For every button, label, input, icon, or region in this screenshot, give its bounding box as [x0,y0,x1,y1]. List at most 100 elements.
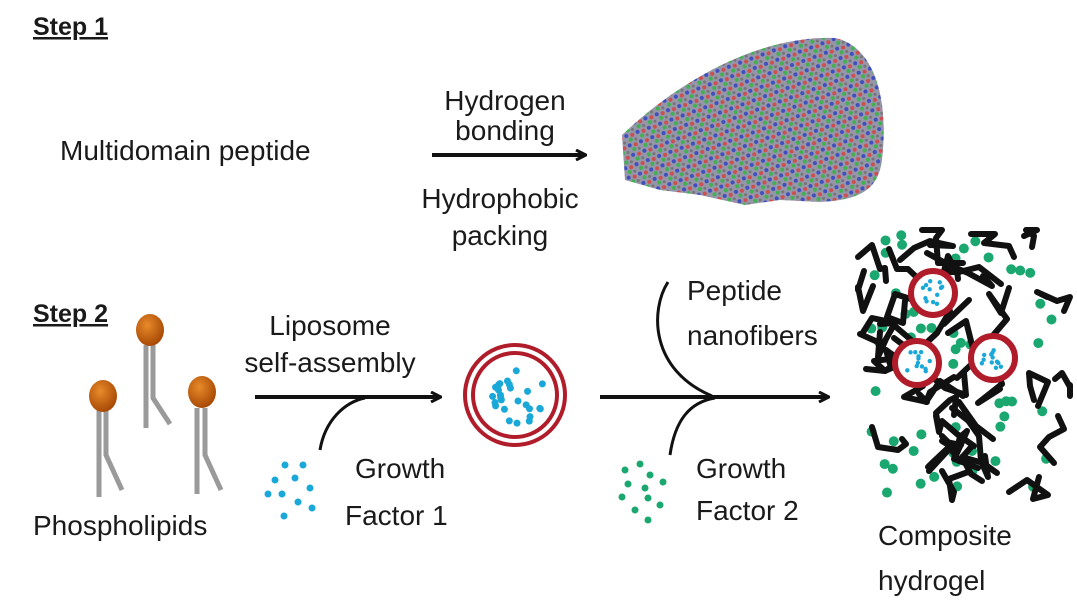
growth-factor-dot [526,413,534,421]
growth-factor-dot [927,278,933,284]
growth-factor-dot [503,377,511,385]
growth-factor-dot [981,357,986,362]
growth-factor-dot [995,421,1006,432]
peptide-merge-line [656,281,713,398]
growth-factor-dot [923,368,928,374]
growth-factor-dot [1037,406,1048,417]
growth-factor-dot [990,456,1001,467]
nanofiber-strand [923,374,966,405]
nanofiber-strand [986,285,1012,342]
growth-factor-dot [644,494,652,502]
nanofiber-strand [897,238,956,263]
growth-factor-dot [979,361,985,366]
growth-factor-dot [496,380,504,388]
growth-factor-dot [905,368,910,373]
growth-factor-dot [869,270,880,281]
peptide-nanofiber-model [622,37,884,205]
growth-factor-dot [538,380,546,388]
nanofiber-strand [968,231,1017,260]
growth-factor-dot [888,436,899,447]
growth-factor-2-label: Growth [696,453,786,484]
nanofiber-strand [901,383,930,405]
growth-factor-dot [1015,265,1026,276]
growth-factor-dot [897,239,908,250]
nanofibers-label: nanofibers [687,320,818,351]
multidomain-peptide-label: Multidomain peptide [60,135,311,166]
growth-factor-1-number-label: Factor 1 [345,500,448,531]
hydrogen-label: Hydrogen [444,85,565,116]
growth-factor-dot [958,243,969,254]
step1-title: Step 1 [33,13,108,41]
growth-factor-dot [494,386,502,394]
growth-factor-dot [993,365,999,371]
liposome-label: Liposome [269,310,390,341]
nanofiber-strand [1037,413,1067,466]
packing-label: packing [452,220,549,251]
growth-factor-dot [492,402,500,410]
nanofiber-strand [857,315,894,346]
growth-factor-dot [934,301,940,307]
growth-factor-1-label: Growth [355,453,445,484]
growth-factor-dot [281,461,289,469]
growth-factor-dot [514,397,522,405]
growth-factor-dot [291,474,299,482]
growth-factor-dot [264,490,272,498]
nanofiber-strand [1021,227,1040,250]
nanofiber-strand [1034,289,1073,314]
growth-factor-dot [983,252,994,263]
nanofiber-strand [949,399,996,442]
growth-factor-2-number-label: Factor 2 [696,495,799,526]
growth-factor-dot [908,445,919,456]
nanofiber-strand [1026,370,1051,409]
growth-factor-dot [294,498,302,506]
growth-factor-dot [1001,396,1012,407]
growth-factor-dot [278,490,286,498]
growth-factor-dot [618,493,626,501]
growth-factor-dot [644,516,652,524]
growth-factor-dot [879,459,890,470]
growth-factor-2-dots [618,460,667,524]
growth-factor-dot [621,466,629,474]
growth-factor-dot [497,394,505,402]
hydrophobic-label: Hydrophobic [421,183,578,214]
growth-factor-dot [641,484,649,492]
growth-factor-dot [916,356,921,361]
growth-factor-dot [924,299,929,304]
liposome-icon [463,343,567,447]
nanofiber-strand [855,268,876,314]
growth-factor-dot [913,350,918,355]
growth-factor-dot [999,411,1010,422]
growth-factor-dot [918,349,924,355]
growth-factor-dot [656,501,664,509]
growth-factor-dot [915,323,926,334]
growth-factor-dot [939,284,945,290]
growth-factor-dot [306,484,314,492]
growth-factor-dot [955,337,966,348]
growth-factor-dot [631,506,639,514]
growth-factor-dot [929,471,940,482]
growth-factor-dot [937,280,942,285]
phospholipid-icon [136,314,173,428]
growth-factor-1-dots [264,461,316,520]
nanofiber-strand [926,433,975,474]
growth-factor-dot [1035,298,1046,309]
self-assembly-label: self-assembly [244,347,415,378]
phospholipid-icon [188,376,224,494]
growth-factor-dot [308,504,316,512]
growth-factor-dot [919,364,925,369]
growth-factor-dot [930,299,936,305]
growth-factor-dot [990,355,995,360]
growth-factor-dot [512,367,520,375]
nanofiber-strand [884,291,920,326]
growth-factor-dot [280,512,288,520]
growth-factor-dot [981,352,987,358]
growth-factor-dot [991,348,996,353]
growth-factor-dot [948,358,959,369]
nanofiber-strand [1052,370,1073,399]
growth-factor-dot [500,405,508,413]
growth-factor-dot [489,392,497,400]
growth-factor-dot [536,405,544,413]
growth-factor-dot [908,350,913,355]
growth-factor-dot [916,429,927,440]
growth-factor-dot [914,363,919,369]
